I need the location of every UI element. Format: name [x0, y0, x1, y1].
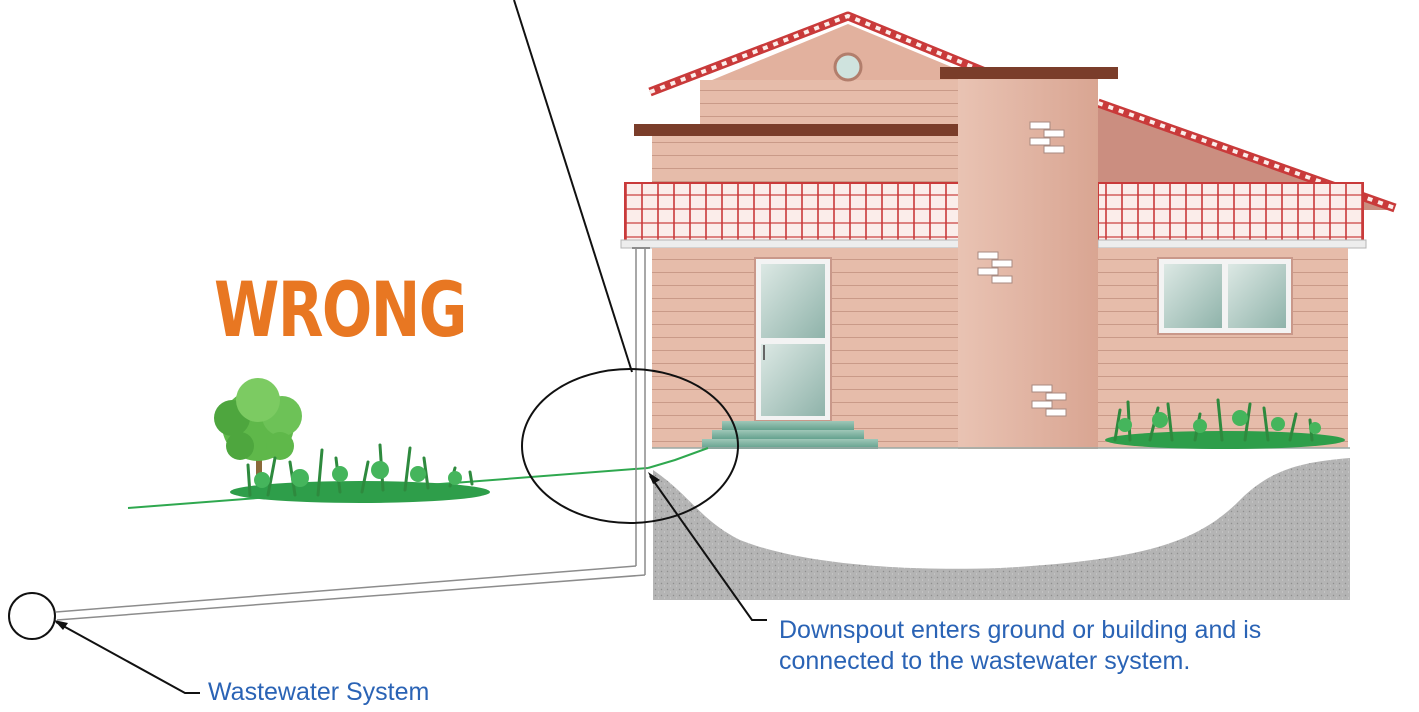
downspout-pipe [55, 247, 650, 621]
arrow-head-wastewater [54, 620, 68, 630]
sewer-main-circle [8, 592, 56, 640]
shrub-icon [1105, 398, 1345, 449]
ground-line-house [647, 447, 709, 469]
downspout-callout-line2: connected to the wastewater system. [779, 647, 1191, 675]
soil-cutaway [653, 448, 1350, 600]
house-illustration [620, 11, 1397, 449]
attic-vent [833, 52, 863, 82]
wastewater-callout: Wastewater System [208, 678, 430, 706]
arrow-head-downspout [648, 472, 660, 484]
highlight-ellipse [521, 368, 739, 524]
downspout-callout: Downspout enters ground or building and … [779, 615, 1379, 677]
leader-line-wastewater [55, 621, 200, 694]
leader-line-downspout [649, 475, 767, 621]
patio-door [754, 257, 832, 422]
side-window [1157, 257, 1293, 335]
wrong-heading: WRONG [214, 265, 467, 354]
tree-icon [214, 378, 302, 492]
brick-icon [977, 121, 1067, 417]
leader-line-top [513, 0, 633, 373]
shrub-icon [230, 443, 490, 503]
downspout-callout-line1: Downspout enters ground or building and … [779, 616, 1262, 644]
chimney [940, 67, 1118, 449]
front-steps [702, 421, 878, 449]
